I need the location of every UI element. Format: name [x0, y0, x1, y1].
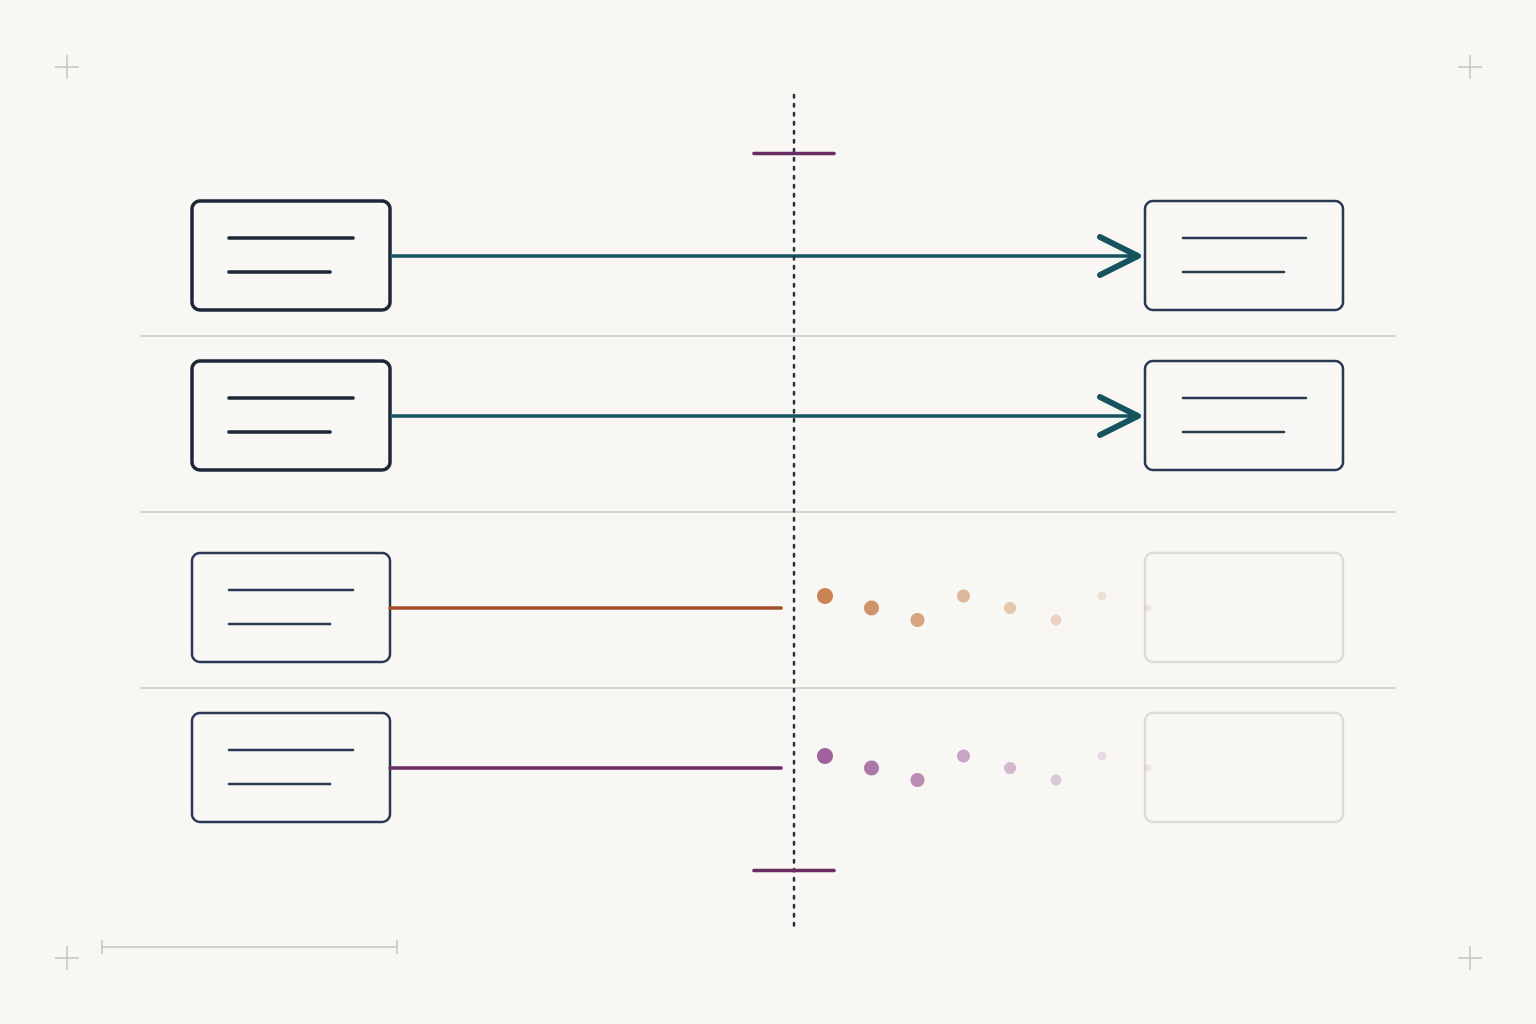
source-box-frame — [190, 551, 392, 664]
source-box — [190, 711, 392, 824]
diagram-row — [190, 551, 1345, 664]
fading-trail-dot — [957, 589, 970, 603]
scale-bar — [101, 940, 398, 954]
faded-target-box-frame — [1143, 551, 1345, 664]
rows — [190, 199, 1345, 824]
fading-trail-dot — [1004, 762, 1016, 774]
arrowhead-icon — [1097, 234, 1141, 278]
diagram-row — [190, 711, 1345, 824]
fading-trail-dot — [1097, 591, 1107, 601]
fading-trail-dot — [817, 748, 833, 764]
fading-trail-dot — [1097, 751, 1107, 761]
fading-trail-dot — [910, 773, 925, 787]
source-box — [190, 199, 392, 312]
target-box-frame — [1143, 199, 1345, 312]
target-box — [1143, 199, 1345, 312]
fading-trail-dot — [817, 588, 833, 604]
source-box — [190, 551, 392, 664]
cross-mark-icon — [1458, 946, 1482, 970]
target-box — [1143, 551, 1345, 664]
cross-mark-icon — [1458, 55, 1482, 79]
source-box-frame — [190, 199, 392, 312]
faded-target-box-frame — [1143, 711, 1345, 824]
target-box — [1143, 711, 1345, 824]
diagram-row — [190, 359, 1345, 472]
fading-trail-dot — [864, 600, 879, 616]
corner-marks — [55, 55, 1482, 970]
source-box-frame — [190, 711, 392, 824]
diagram-row — [190, 199, 1345, 312]
cross-mark-icon — [55, 55, 79, 79]
cutoff-line — [752, 93, 836, 932]
target-box-frame — [1143, 359, 1345, 472]
fading-trail-dot — [1144, 604, 1152, 612]
fading-trail-dot — [910, 613, 925, 627]
arrowhead-icon — [1097, 394, 1141, 438]
fading-trail-dot — [957, 749, 970, 763]
target-box — [1143, 359, 1345, 472]
fading-trail-dot — [1144, 764, 1152, 772]
fading-trail-dot — [1050, 614, 1062, 626]
source-box — [190, 359, 392, 472]
fading-trail-dot — [864, 760, 879, 776]
fading-trail-dot — [1004, 602, 1016, 614]
row-dividers — [140, 335, 1396, 689]
fading-trail-dot — [1050, 774, 1062, 786]
cross-mark-icon — [55, 946, 79, 970]
source-box-frame — [190, 359, 392, 472]
